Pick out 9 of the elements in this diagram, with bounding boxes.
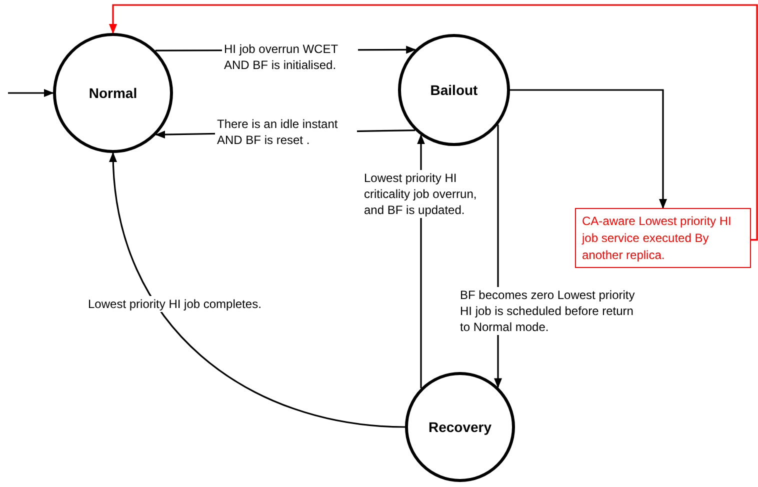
transition-arrow xyxy=(109,4,758,241)
note-text: CA-aware Lowest priority HI job service executed By another replica. xyxy=(582,212,732,264)
transition-arrow xyxy=(110,152,406,428)
entry-arrow xyxy=(8,89,54,97)
state-name: Recovery xyxy=(428,418,492,437)
state-name: Normal xyxy=(88,84,138,102)
transition-arrow xyxy=(510,89,667,209)
state-name: Bailout xyxy=(430,80,478,100)
note-box xyxy=(575,208,751,268)
